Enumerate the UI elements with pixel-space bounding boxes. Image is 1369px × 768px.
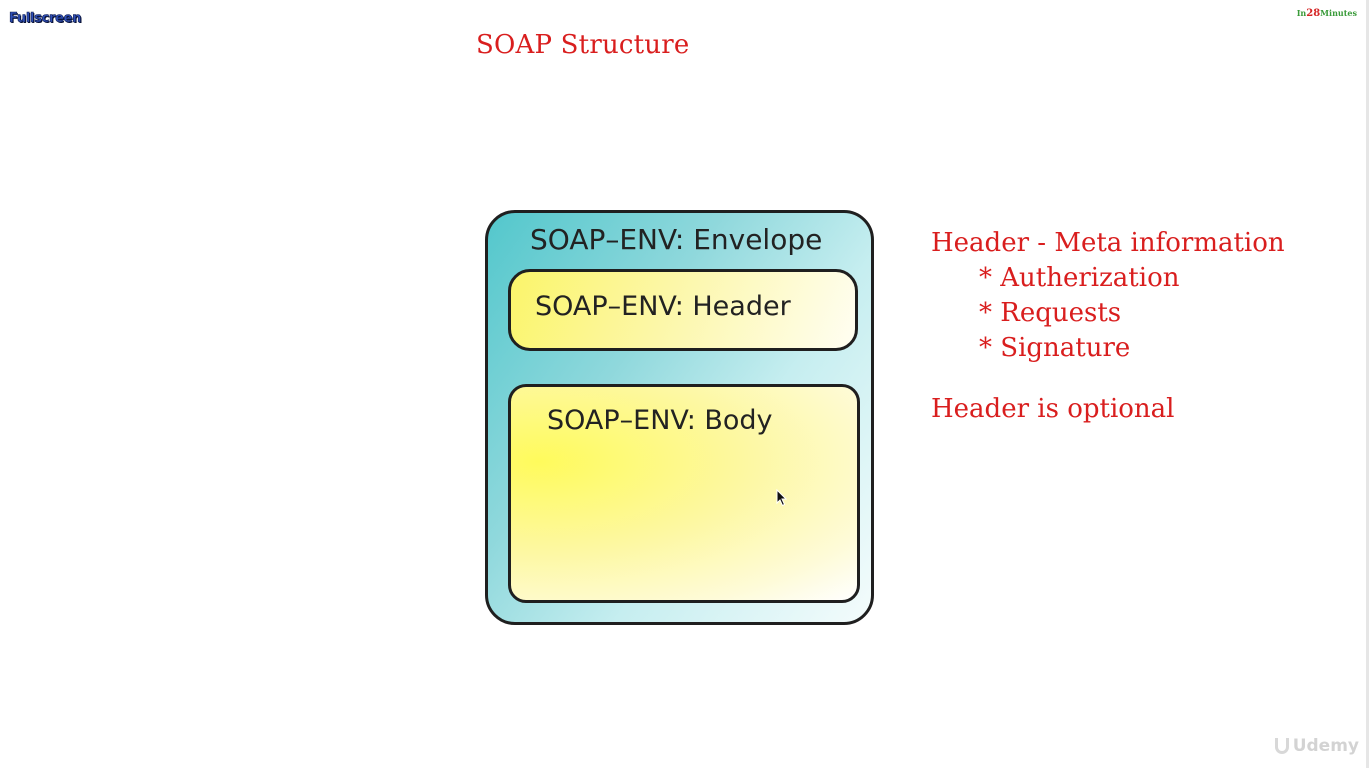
udemy-logo-icon (1274, 738, 1289, 754)
brand-logo: In28Minutes (1297, 8, 1357, 19)
brand-logo-number: 28 (1306, 8, 1321, 19)
brand-logo-prefix: In (1296, 8, 1307, 18)
slide-title: SOAP Structure (476, 30, 690, 60)
scrollbar[interactable] (1366, 0, 1369, 768)
header-optional-note: Header is optional (931, 394, 1175, 424)
udemy-watermark-label: Udemy (1292, 736, 1359, 756)
brand-logo-suffix: Minutes (1320, 8, 1357, 18)
fullscreen-button[interactable]: Fullscreen (9, 11, 82, 27)
mouse-pointer-icon (776, 489, 788, 507)
soap-body-box: SOAP–ENV: Body (508, 384, 860, 603)
note-bullet-authorization: * Autherization (979, 263, 1180, 293)
udemy-watermark: Udemy (1274, 736, 1359, 756)
soap-header-box: SOAP–ENV: Header (508, 269, 858, 351)
soap-body-label: SOAP–ENV: Body (547, 405, 773, 436)
soap-envelope-box: SOAP–ENV: Envelope SOAP–ENV: Header SOAP… (485, 210, 874, 625)
soap-header-label: SOAP–ENV: Header (535, 291, 791, 322)
note-bullet-signature: * Signature (979, 333, 1131, 363)
header-meta-heading: Header - Meta information (931, 228, 1285, 258)
notes-panel: Header - Meta information * Autherizatio… (931, 226, 1285, 427)
soap-envelope-label: SOAP–ENV: Envelope (530, 223, 823, 256)
note-bullet-requests: * Requests (979, 298, 1122, 328)
